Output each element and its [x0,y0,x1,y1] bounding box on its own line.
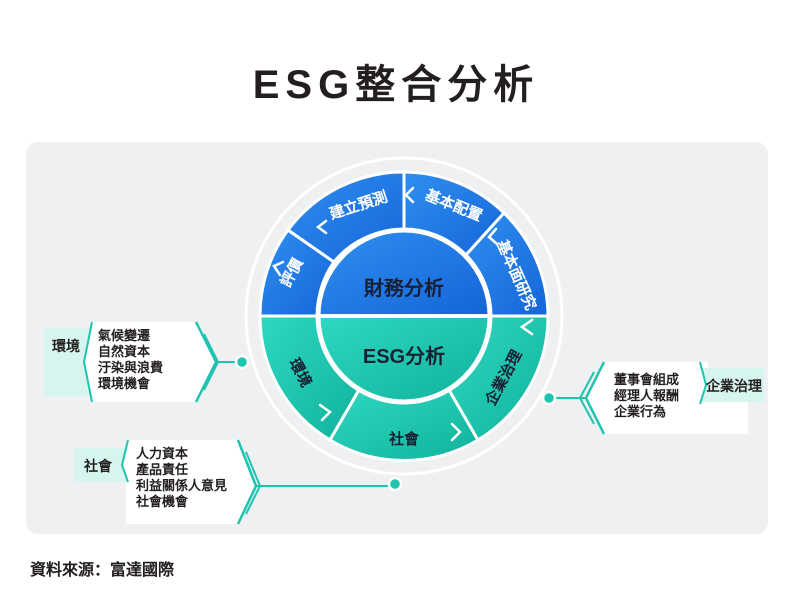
chevron-icon [487,227,499,246]
list-item: 社會機會 [136,494,189,509]
connector-dot-governance [541,390,557,406]
list-item: 經理人報酬 [614,388,680,403]
center-bottom-label: ESG分析 [363,345,445,368]
connector-dot-social [387,476,403,492]
list-item: 氣候變遷 [98,328,151,343]
center-top-label: 財務分析 [364,276,444,300]
list-item: 自然資本 [98,344,151,359]
card-items-governance: 董事會組成 經理人報酬 企業行為 [614,372,679,420]
source-note: 資料來源：富達國際 [30,562,175,579]
page-title: ESG整合分析 [252,63,540,107]
chevron-icon [450,422,462,442]
list-item: 利益關係人意見 [136,478,228,493]
chevron-icon [519,318,534,336]
list-item: 董事會組成 [614,372,680,387]
list-item: 人力資本 [136,446,189,461]
card-governance [578,361,764,435]
chevron-icon [404,186,415,204]
list-item: 汙染與浪費 [98,360,164,375]
card-label-environment: 環境 [52,338,80,354]
card-items-environment: 氣候變遷 自然資本 汙染與浪費 環境機會 [98,328,163,392]
list-item: 環境機會 [98,376,151,391]
chevron-icon [272,260,285,277]
card-label-governance: 企業治理 [706,378,762,394]
chevron-icon [315,219,328,235]
center-bottom-esg [320,318,488,402]
card-environment [44,321,220,403]
chevron-icon [318,403,332,422]
outer-ring-line [244,156,564,476]
list-item: 企業行為 [614,404,667,419]
connector-dot-environment [234,354,250,370]
card-label-social: 社會 [84,458,112,474]
list-item: 產品責任 [136,462,189,477]
ring-label-social: 社會 [388,430,420,448]
center-top-financial [320,230,488,314]
card-items-social: 人力資本 產品責任 利益關係人意見 社會機會 [136,446,227,510]
card-social [74,439,262,525]
